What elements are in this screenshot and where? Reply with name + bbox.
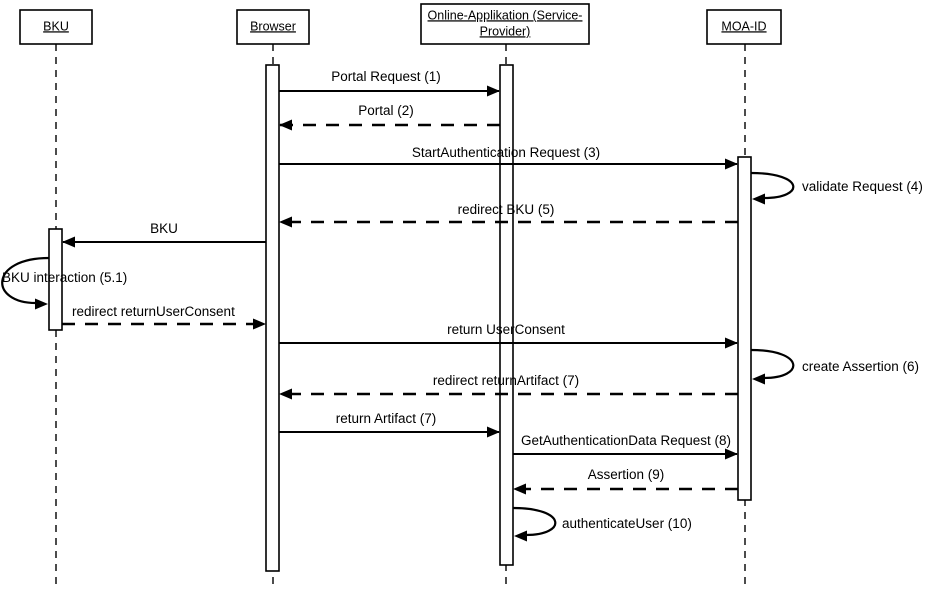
arrowhead-4 bbox=[752, 193, 765, 205]
message-label-4: validate Request (4) bbox=[802, 179, 923, 194]
arrowhead-5a bbox=[62, 236, 75, 248]
arrowhead-6b bbox=[725, 337, 738, 349]
message-label-3: StartAuthentication Request (3) bbox=[412, 145, 600, 160]
message-label-2: Portal (2) bbox=[358, 103, 414, 118]
message-label-5a: BKU bbox=[150, 221, 178, 236]
participant-box-bku[interactable] bbox=[19, 9, 93, 45]
self-loop-path-6 bbox=[750, 348, 795, 380]
message-5a[interactable]: BKU bbox=[62, 221, 266, 248]
message-8[interactable]: GetAuthenticationData Request (8) bbox=[513, 433, 738, 460]
participant-label-bku: BKU bbox=[43, 19, 69, 33]
participant-box-browser[interactable] bbox=[236, 9, 310, 45]
message-label-6a: redirect returnUserConsent bbox=[72, 304, 235, 319]
message-label-10: authenticateUser (10) bbox=[562, 516, 692, 531]
message-label-5: redirect BKU (5) bbox=[458, 202, 555, 217]
arrowhead-7b bbox=[487, 426, 500, 438]
message-5.1[interactable]: BKU interaction (5.1) bbox=[1, 256, 127, 310]
message-9[interactable]: Assertion (9) bbox=[513, 467, 738, 495]
arrowhead-5.1 bbox=[35, 298, 48, 310]
arrowhead-9 bbox=[513, 483, 526, 495]
message-7b[interactable]: return Artifact (7) bbox=[279, 411, 500, 438]
arrowhead-10 bbox=[514, 530, 527, 542]
message-2[interactable]: Portal (2) bbox=[279, 103, 500, 131]
participant-box-moaid[interactable] bbox=[706, 9, 782, 45]
arrowhead-3 bbox=[725, 158, 738, 170]
activation-bar-browser bbox=[265, 64, 280, 572]
message-label-1: Portal Request (1) bbox=[331, 69, 441, 84]
message-7a[interactable]: redirect returnArtifact (7) bbox=[279, 373, 738, 400]
message-6[interactable]: create Assertion (6) bbox=[750, 348, 919, 385]
activation-bar-bku bbox=[48, 228, 63, 331]
message-label-7b: return Artifact (7) bbox=[336, 411, 437, 426]
message-10[interactable]: authenticateUser (10) bbox=[512, 506, 692, 542]
message-label-9: Assertion (9) bbox=[588, 467, 665, 482]
arrowhead-8 bbox=[725, 448, 738, 460]
arrowhead-6a bbox=[253, 318, 266, 330]
arrowhead-2 bbox=[279, 119, 292, 131]
arrowhead-7a bbox=[279, 388, 292, 400]
message-4[interactable]: validate Request (4) bbox=[750, 171, 923, 205]
arrowhead-1 bbox=[487, 85, 500, 97]
messages-layer: Portal Request (1) Portal (2) StartAuthent… bbox=[1, 69, 923, 542]
self-loop-path-5.1 bbox=[1, 256, 50, 305]
participant-headers-layer: BKU Browser Online-Applikation (Service- Pr… bbox=[19, 3, 782, 45]
message-3[interactable]: StartAuthentication Request (3) bbox=[279, 145, 738, 170]
activations-layer bbox=[48, 64, 752, 572]
participant-box-oa[interactable] bbox=[420, 3, 590, 45]
message-label-5.1: BKU interaction (5.1) bbox=[2, 270, 127, 285]
self-loop-path-4 bbox=[750, 171, 795, 200]
participant-label-moaid: MOA-ID bbox=[721, 19, 766, 33]
activation-bar-moaid bbox=[737, 156, 752, 501]
participant-label-oa: Provider) bbox=[480, 24, 531, 38]
message-label-6b: return UserConsent bbox=[447, 322, 565, 337]
message-6a[interactable]: redirect returnUserConsent bbox=[62, 304, 266, 330]
message-label-7a: redirect returnArtifact (7) bbox=[433, 373, 579, 388]
message-label-6: create Assertion (6) bbox=[802, 359, 919, 374]
participant-label-oa: Online-Applikation (Service- bbox=[428, 8, 583, 22]
message-6b[interactable]: return UserConsent bbox=[279, 322, 738, 349]
message-5[interactable]: redirect BKU (5) bbox=[279, 202, 738, 228]
message-1[interactable]: Portal Request (1) bbox=[279, 69, 500, 97]
message-label-8: GetAuthenticationData Request (8) bbox=[521, 433, 731, 448]
participant-label-browser: Browser bbox=[250, 19, 296, 33]
arrowhead-6 bbox=[752, 373, 765, 385]
arrowhead-5 bbox=[279, 216, 292, 228]
activation-bar-oa bbox=[499, 64, 514, 566]
self-loop-path-10 bbox=[512, 506, 557, 537]
